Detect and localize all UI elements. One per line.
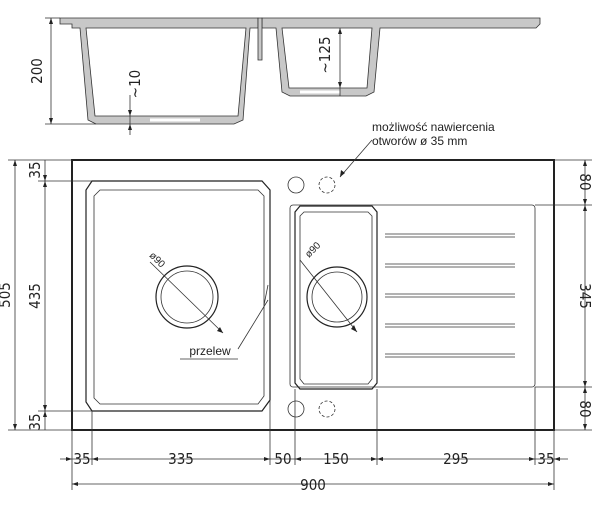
- dim-bottom-margin: 35: [26, 413, 44, 430]
- dim-bottom-5: 35: [537, 450, 554, 468]
- dim-bowl-height: 435: [26, 283, 44, 309]
- drain-small-inner: [311, 271, 363, 323]
- sink-cross-section-gap: [257, 17, 263, 61]
- tap-hole-top-2: [318, 176, 336, 194]
- small-bowl: [294, 205, 378, 390]
- overflow-leader: [237, 299, 269, 350]
- drain-large-inner: [160, 270, 214, 324]
- tap-note-line1: możliwość nawiercenia: [372, 120, 495, 134]
- sink-cross-section: [59, 17, 259, 125]
- tap-note-leader: [339, 139, 373, 178]
- top-view: ø90 przelew ø90: [0, 120, 594, 494]
- dim-bottom-3: 150: [323, 450, 349, 468]
- large-bowl-inner: [93, 189, 265, 405]
- dim-overall-height: 505: [0, 282, 14, 308]
- drainboard-area: [289, 204, 536, 388]
- overflow-label: przelew: [189, 344, 231, 358]
- drain-large-dim-line: [149, 261, 224, 334]
- dim-bottom-2: 50: [274, 450, 291, 468]
- dim-right-bottom: 80: [576, 400, 594, 417]
- tap-hole-bottom-2: [318, 400, 336, 418]
- dim-right-middle: 345: [576, 283, 594, 309]
- dim-right-top: 80: [576, 173, 594, 190]
- dim-depth-small: ~125: [316, 36, 334, 73]
- tap-note-line2: otworów ø 35 mm: [372, 134, 467, 148]
- section-view: 200 ~10 ~125: [28, 17, 541, 135]
- dim-bottom-1: 335: [168, 450, 194, 468]
- drain-small-label: ø90: [303, 240, 323, 260]
- dim-overall-width: 900: [300, 476, 326, 494]
- overflow-slot: [263, 284, 269, 306]
- dim-bottom-4: 295: [443, 450, 469, 468]
- dim-bottom-0: 35: [73, 450, 90, 468]
- tap-hole-top-1: [287, 176, 305, 194]
- small-bowl-inner: [299, 211, 373, 385]
- large-bowl: [85, 180, 271, 412]
- drain-large: [155, 265, 219, 329]
- tap-hole-bottom-1: [287, 400, 305, 418]
- drain-small-dim-line: [299, 259, 358, 333]
- drainboard-grooves: [385, 233, 515, 358]
- sink-outline: [71, 159, 555, 431]
- dim-top-margin: 35: [26, 161, 44, 178]
- sink-cross-section-right: [261, 17, 541, 97]
- dim-depth-main: 200: [28, 58, 46, 84]
- drain-large-label: ø90: [147, 250, 167, 270]
- dim-wall-thickness: ~10: [126, 70, 144, 98]
- bottom-chain-ticks: [66, 457, 560, 461]
- drain-small: [306, 266, 368, 328]
